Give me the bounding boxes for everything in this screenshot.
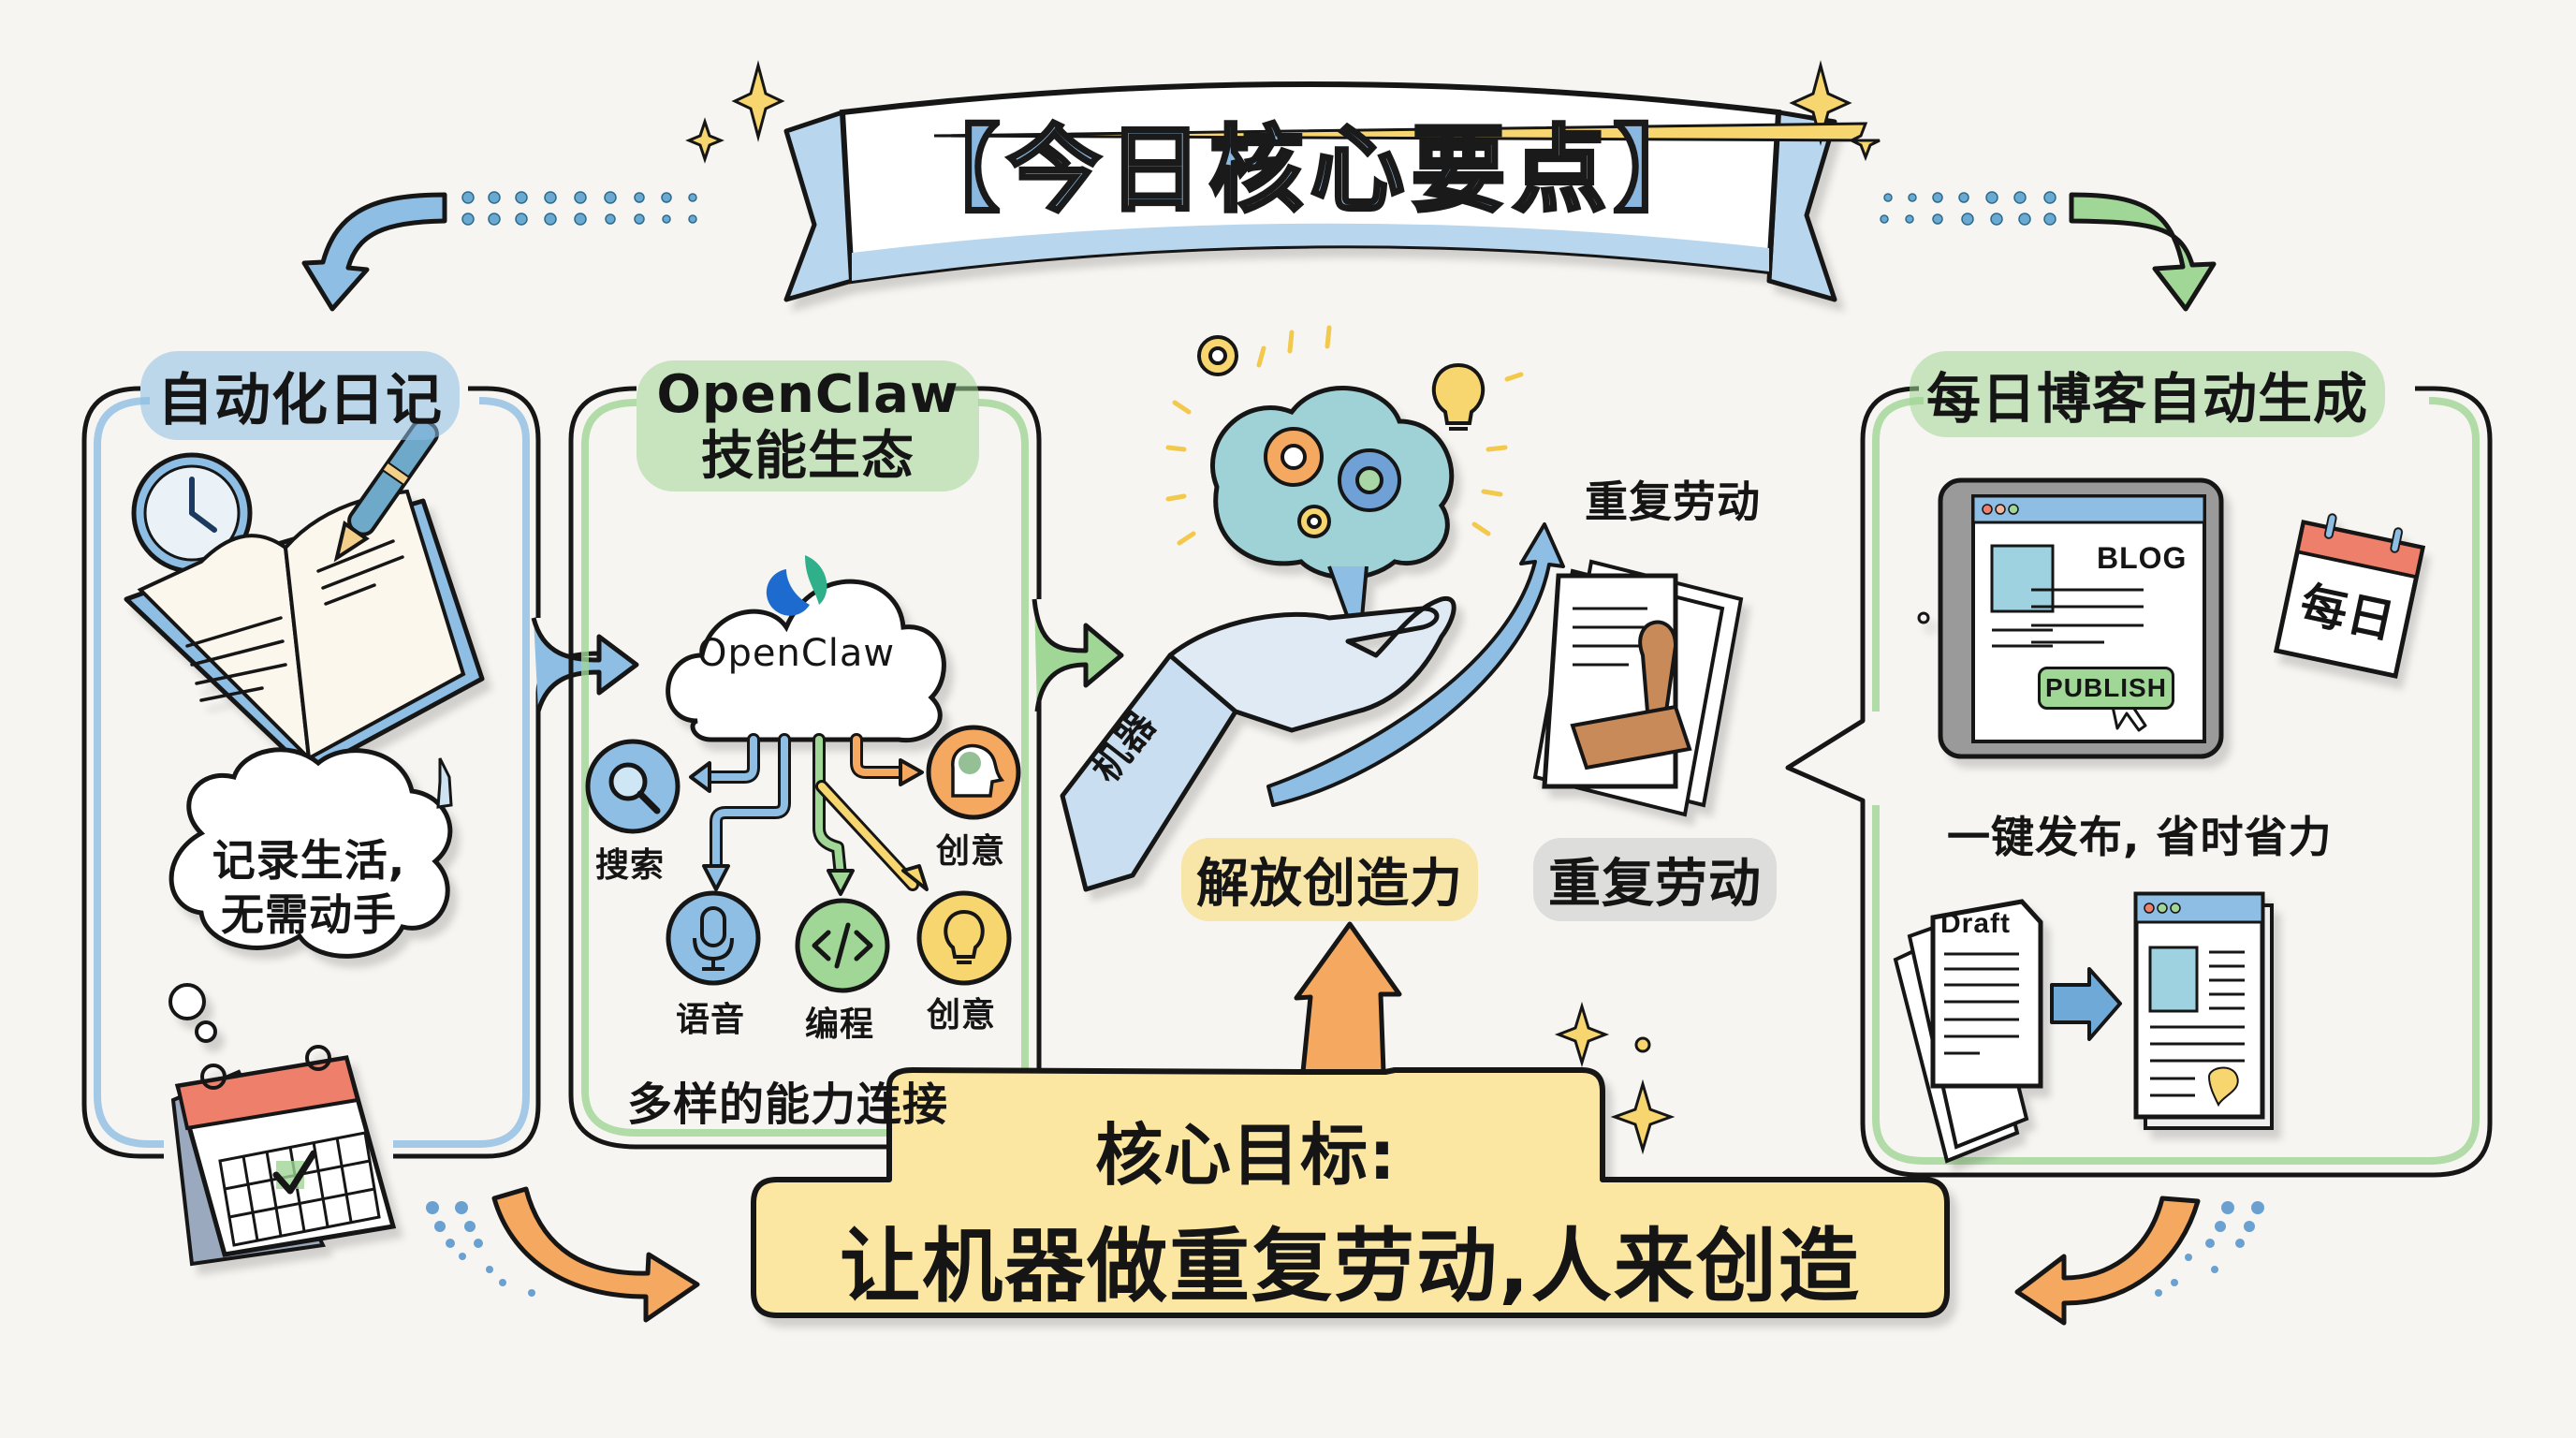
page-title: 【今日核心要点】 [904,113,1715,227]
diary-cloud-line-1: 记录生活, [212,835,406,886]
openclaw-panel-title: OpenClaw 技能生态 [637,360,979,492]
radiating-lines [1165,325,1524,546]
diary-panel-title: 自动化日记 [140,351,460,440]
blog-tagline: 一键发布, 省时省力 [1947,812,2333,862]
draft-label: Draft [1940,908,2012,939]
openclaw-cloud-label: OpenClaw [697,632,896,675]
publish-button[interactable]: PUBLISH [2038,667,2174,710]
core-up-arrow-icon [1294,921,1402,1073]
skill-label-creative-1: 创意 [936,832,1006,871]
repetitive-labor-bottom: 重复劳动 [1533,838,1777,921]
openclaw-logo-icon [766,555,827,616]
core-goal-statement: 让机器做重复劳动,人来创造 [840,1220,1861,1313]
open-book-icon [124,489,485,775]
brain-gears-icon [1210,386,1455,620]
blog-heading: BLOG [2097,541,2188,575]
gear-icon [1338,448,1401,512]
openclaw-title-line-1: OpenClaw [656,364,959,425]
microphone-icon [666,890,761,986]
draft-to-web-arrow-icon [2050,967,2122,1041]
rising-arrow-icon [1266,522,1565,807]
lightbulb-icon [916,890,1012,986]
daily-calendar-icon [2273,513,2426,679]
draft-stack-icon [1893,899,2043,1164]
brain-head-icon [926,725,1021,820]
search-icon [585,739,681,834]
documents-stamp-icon [1532,559,1744,817]
bottom-right-arrow-icon [2014,1196,2201,1326]
core-goal-box [751,1067,1950,1318]
openclaw-to-center-arrow-icon [1032,598,1124,712]
calendar-check-icon [170,1045,397,1267]
gear-icon [1197,335,1331,538]
blog-panel-frame [1785,386,2493,1178]
bottom-left-dots [426,1201,535,1297]
free-creativity-label: 解放创造力 [1181,838,1478,921]
blog-panel-title: 每日博客自动生成 [1910,351,2386,437]
diary-cloud-line-2: 无需动手 [221,889,397,940]
skill-label-creative-2: 创意 [927,996,997,1034]
skill-branch-arrows [700,733,919,891]
lightbulb-icon [1431,362,1486,431]
published-page-icon [2133,891,2274,1130]
bottom-right-dots [2155,1201,2264,1297]
top-right-dots [1880,191,2056,226]
diary-cloud-text: 记录生活, 无需动手 [187,833,431,942]
top-left-dots [461,191,697,226]
gear-icon [1264,427,1324,487]
openclaw-cloud [666,579,946,743]
openclaw-footer: 多样的能力连接 [627,1078,949,1131]
skill-label-voice: 语音 [676,1001,746,1039]
core-goal-heading: 核心目标: [1095,1116,1397,1195]
top-left-arrow-icon [301,192,447,312]
openclaw-title-line-2: 技能生态 [701,426,915,487]
bottom-left-arrow-icon [491,1186,700,1323]
skill-label-search: 搜索 [595,846,666,885]
top-right-arrow-icon [2069,192,2217,312]
repetitive-labor-top: 重复劳动 [1585,477,1761,527]
robot-arm-icon [1060,595,1456,892]
tablet-icon [1917,477,2224,759]
code-icon [795,898,890,993]
thought-cloud [168,747,453,1043]
skill-label-coding: 编程 [805,1005,875,1044]
clock-icon [131,452,253,574]
sparkle-icon [685,60,1881,1155]
